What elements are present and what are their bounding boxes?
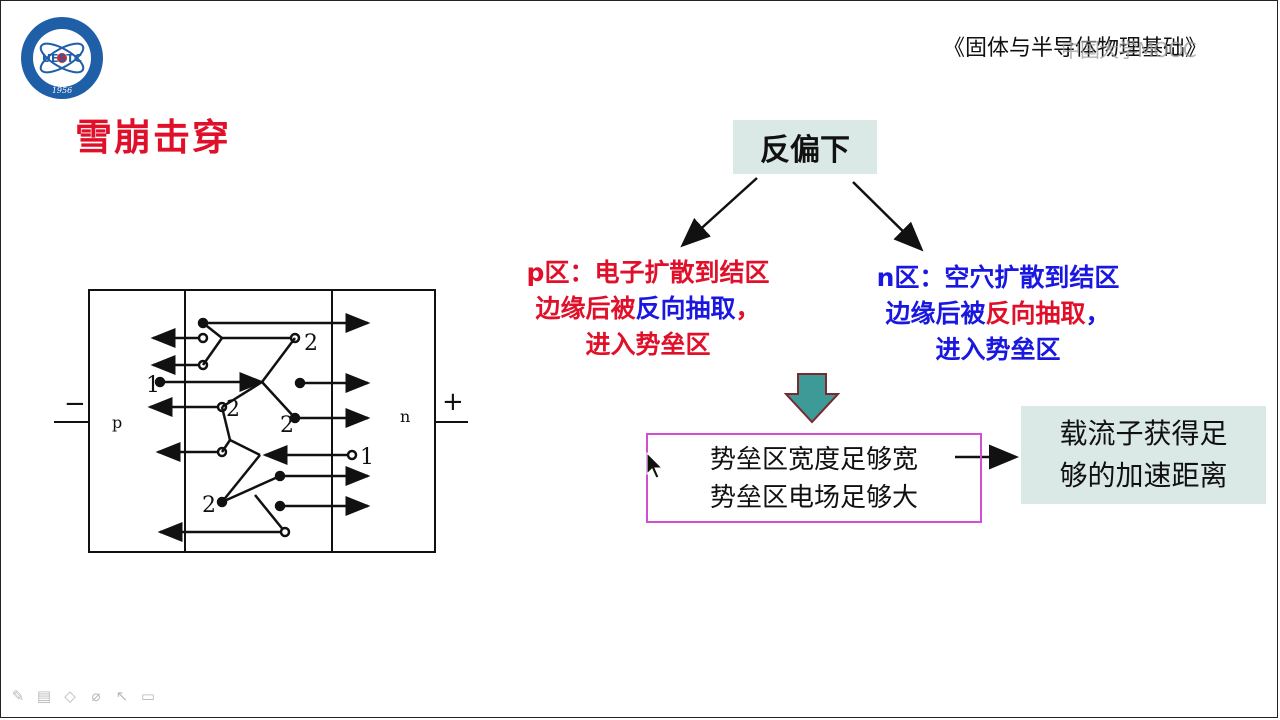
label-2-top: 2 — [304, 331, 318, 356]
reverse-bias-box: 反偏下 — [733, 120, 877, 174]
highlighter-icon[interactable]: ⌀ — [91, 687, 101, 705]
label-2-bottom: 2 — [202, 493, 216, 518]
condition-box: 势垒区宽度足够宽 势垒区电场足够大 — [646, 433, 982, 523]
pointer-icon[interactable]: ↖ — [115, 687, 129, 705]
course-title-text: 《固体与半导体物理基础》 — [943, 36, 1208, 61]
result-box: 载流子获得足 够的加速距离 — [1021, 406, 1266, 504]
result-line1: 载流子获得足 — [1059, 417, 1228, 450]
result-line2: 够的加速距离 — [1059, 459, 1228, 492]
eraser-icon[interactable]: ◇ — [64, 687, 76, 705]
logo-text: UESTC — [42, 52, 82, 65]
plus-sign: + — [442, 387, 464, 417]
p-region-line3: 进入势垒区 — [585, 330, 711, 359]
label-1-left: 1 — [146, 373, 160, 398]
pn-junction-box — [88, 289, 436, 553]
condition-line2: 势垒区电场足够大 — [709, 483, 918, 513]
n-region-line2: 边缘后被反向抽取， — [838, 296, 1158, 332]
carrier-paths — [147, 313, 371, 542]
p-label: p — [112, 413, 122, 432]
screen-icon[interactable]: ▭ — [140, 687, 156, 705]
down-arrow-icon — [784, 373, 840, 424]
p-region-text: p区：电子扩散到结区 边缘后被反向抽取， 进入势垒区 — [488, 255, 808, 363]
pen-icon[interactable]: ✎ — [11, 687, 25, 705]
p-line2-highlight: 反向抽取 — [635, 294, 736, 323]
minus-sign: − — [64, 389, 86, 419]
avalanche-diagram: − + p n — [54, 289, 468, 553]
logo-year: 1956 — [52, 86, 72, 95]
condition-line1: 势垒区宽度足够宽 — [709, 445, 918, 475]
n-label: n — [400, 407, 410, 426]
p-line2-post: ， — [735, 294, 761, 323]
mooc-watermark: 中国大学MOOC — [1061, 38, 1197, 62]
presentation-toolbar: ✎ ▤ ◇ ⌀ ↖ ▭ — [8, 686, 158, 710]
label-2-mid: 2 — [226, 397, 240, 422]
p-region-line2: 边缘后被反向抽取， — [488, 291, 808, 327]
slide-title: 雪崩击穿 — [75, 116, 231, 159]
n-line2-highlight: 反向抽取 — [985, 299, 1086, 328]
n-line2-post: ， — [1085, 299, 1111, 328]
n-region-text: n区：空穴扩散到结区 边缘后被反向抽取， 进入势垒区 — [838, 260, 1158, 368]
p-line2-pre: 边缘后被 — [535, 294, 636, 323]
mouse-cursor-icon — [646, 452, 664, 479]
slides-icon[interactable]: ▤ — [36, 687, 52, 705]
n-region-line1: n区：空穴扩散到结区 — [876, 263, 1120, 292]
n-line2-pre: 边缘后被 — [885, 299, 986, 328]
n-region-line3: 进入势垒区 — [935, 335, 1061, 364]
label-2-right: 2 — [280, 413, 294, 438]
p-region-line1: p区：电子扩散到结区 — [526, 258, 770, 287]
university-logo: UESTC 1956 — [21, 17, 103, 99]
course-title: 《固体与半导体物理基础》 中国大学MOOC — [943, 30, 1207, 62]
label-1-right: 1 — [360, 445, 374, 470]
